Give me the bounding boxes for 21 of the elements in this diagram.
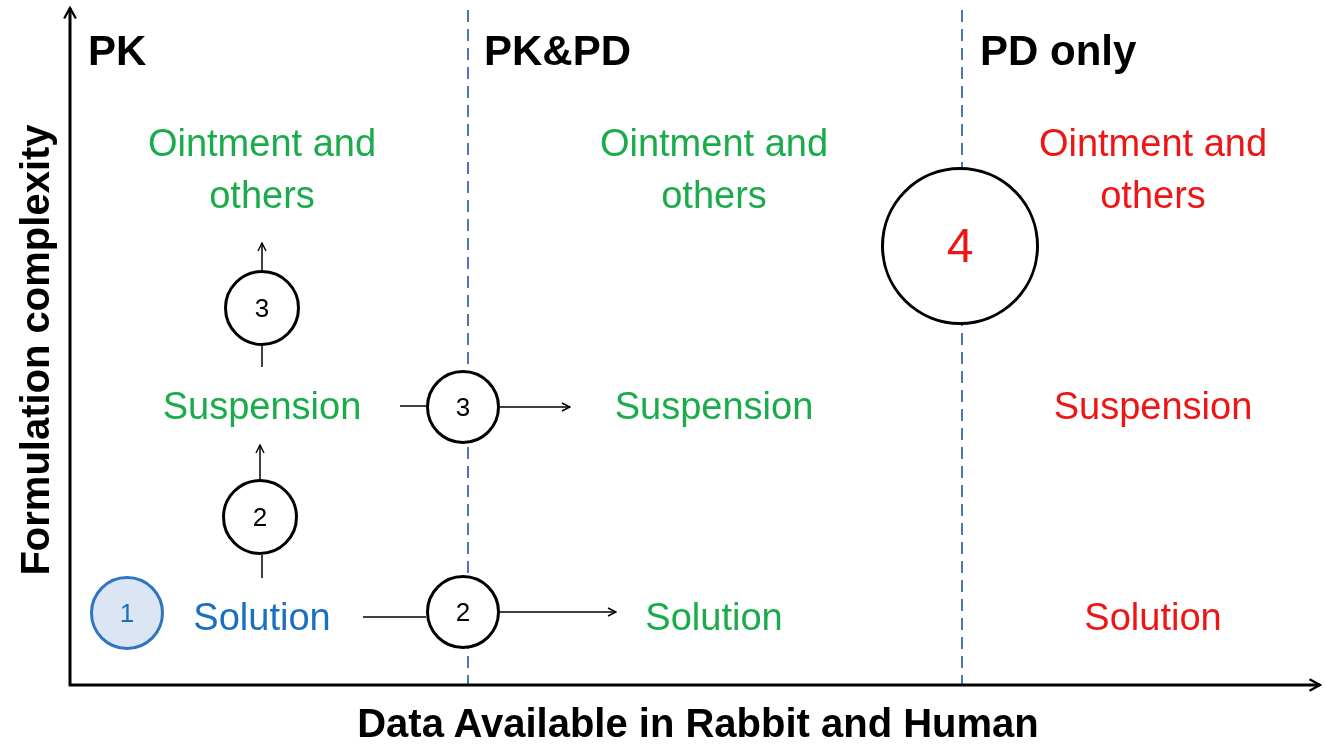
axis-title: Formulation complexity xyxy=(15,124,55,576)
connector-line xyxy=(261,554,263,579)
connector-line xyxy=(261,345,263,368)
column-heading: PD only xyxy=(980,30,1137,72)
connector-line xyxy=(362,616,427,618)
formulation-label: Ointment and others xyxy=(564,116,864,222)
formulation-label: Suspension xyxy=(140,383,384,429)
arrow xyxy=(257,242,267,271)
formulation-label: Solution xyxy=(177,594,347,640)
formulation-label: Solution xyxy=(1068,594,1238,640)
formulation-label: Suspension xyxy=(592,383,836,429)
connector-line xyxy=(399,405,427,407)
formulation-label: Solution xyxy=(629,594,799,640)
axis-title: Data Available in Rabbit and Human xyxy=(357,703,1039,743)
arrow xyxy=(499,402,571,412)
formulation-label: Suspension xyxy=(1031,383,1275,429)
column-heading: PK xyxy=(88,30,147,72)
arrow xyxy=(255,444,265,480)
arrow xyxy=(499,607,617,617)
formulation-label: Ointment and others xyxy=(112,116,412,222)
column-heading: PK&PD xyxy=(484,30,632,72)
